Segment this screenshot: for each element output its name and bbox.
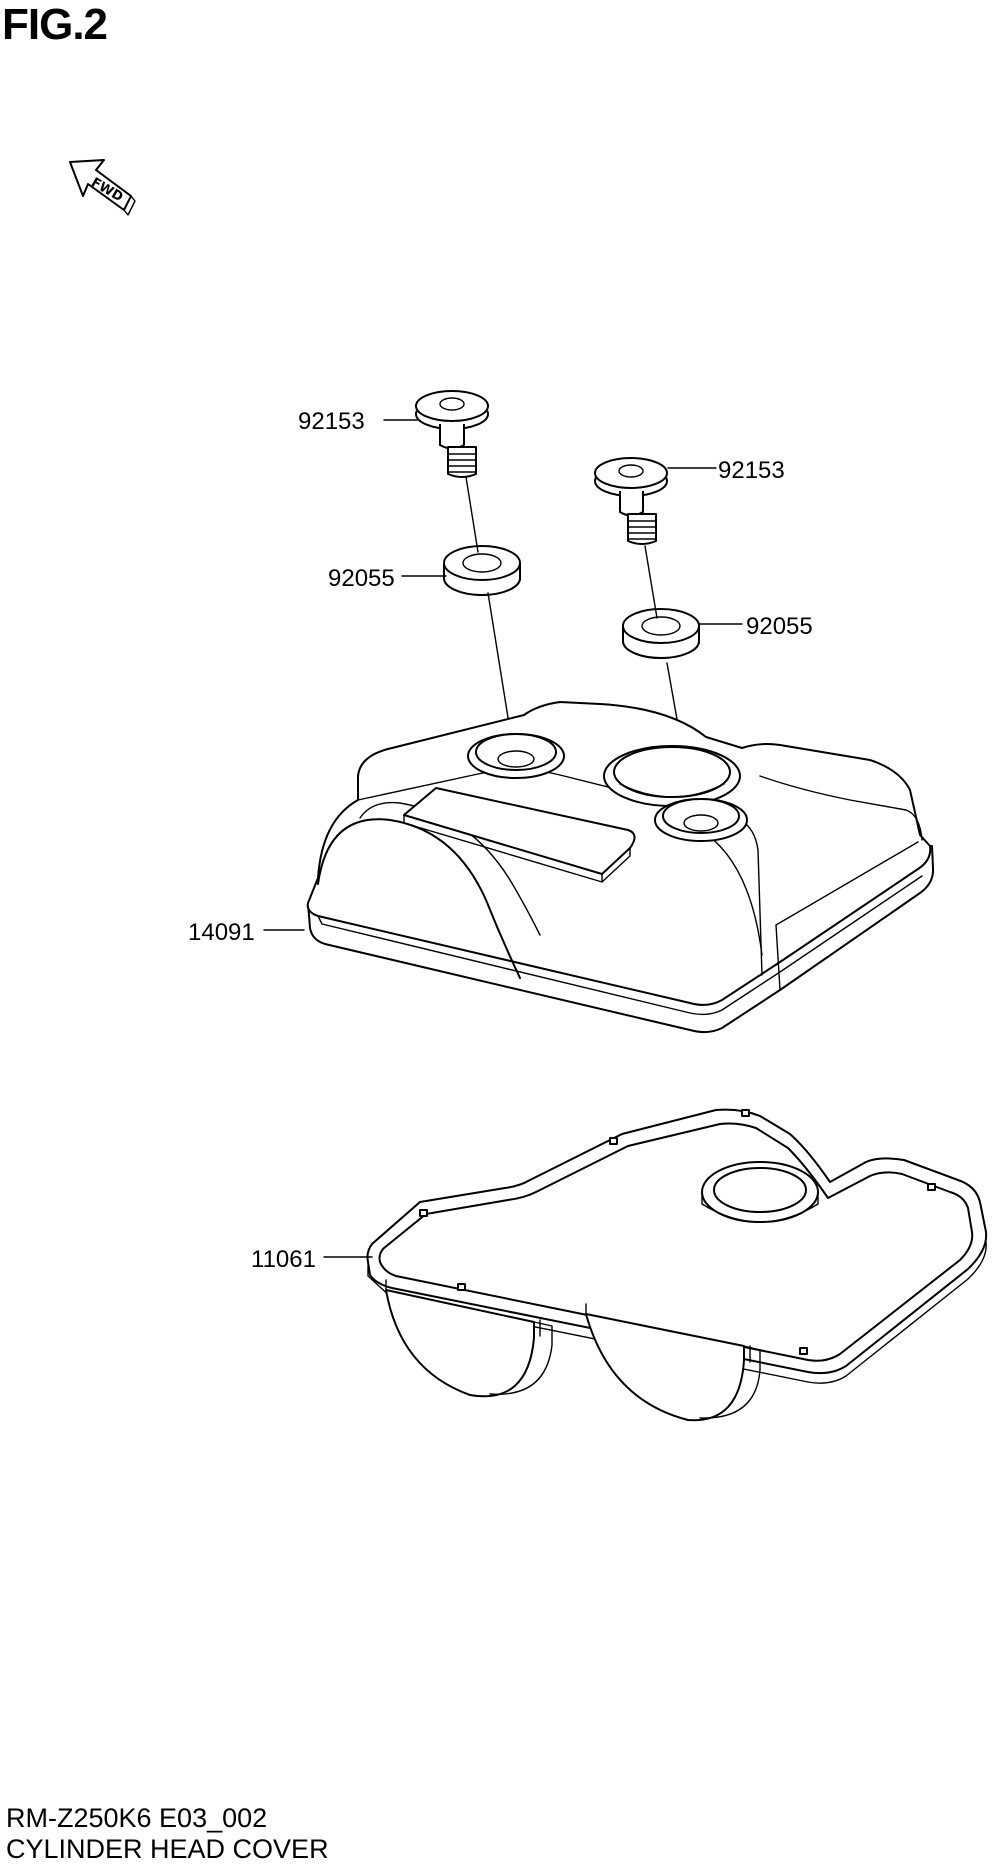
cylinder-head-cover [306,701,935,1034]
part-label-92153-right: 92153 [718,457,785,484]
washer-right [622,608,700,659]
forward-arrow-icon: FWD [69,159,136,216]
part-label-11061: 11061 [251,1246,316,1273]
figure-title: FIG.2 [2,0,108,49]
part-label-92055-right: 92055 [746,613,813,640]
callout-leaders [263,419,743,1258]
washer-left [443,545,521,596]
part-label-14091: 14091 [188,919,255,946]
head-cover-gasket [366,1108,988,1422]
part-label-92153-left: 92153 [298,408,365,435]
bolt-right [594,457,668,545]
diagram-code: RM-Z250K6 E03_002 [6,1803,268,1833]
part-label-92055-left: 92055 [328,565,395,592]
bolt-left [415,390,489,478]
section-name: CYLINDER HEAD COVER [6,1834,329,1864]
